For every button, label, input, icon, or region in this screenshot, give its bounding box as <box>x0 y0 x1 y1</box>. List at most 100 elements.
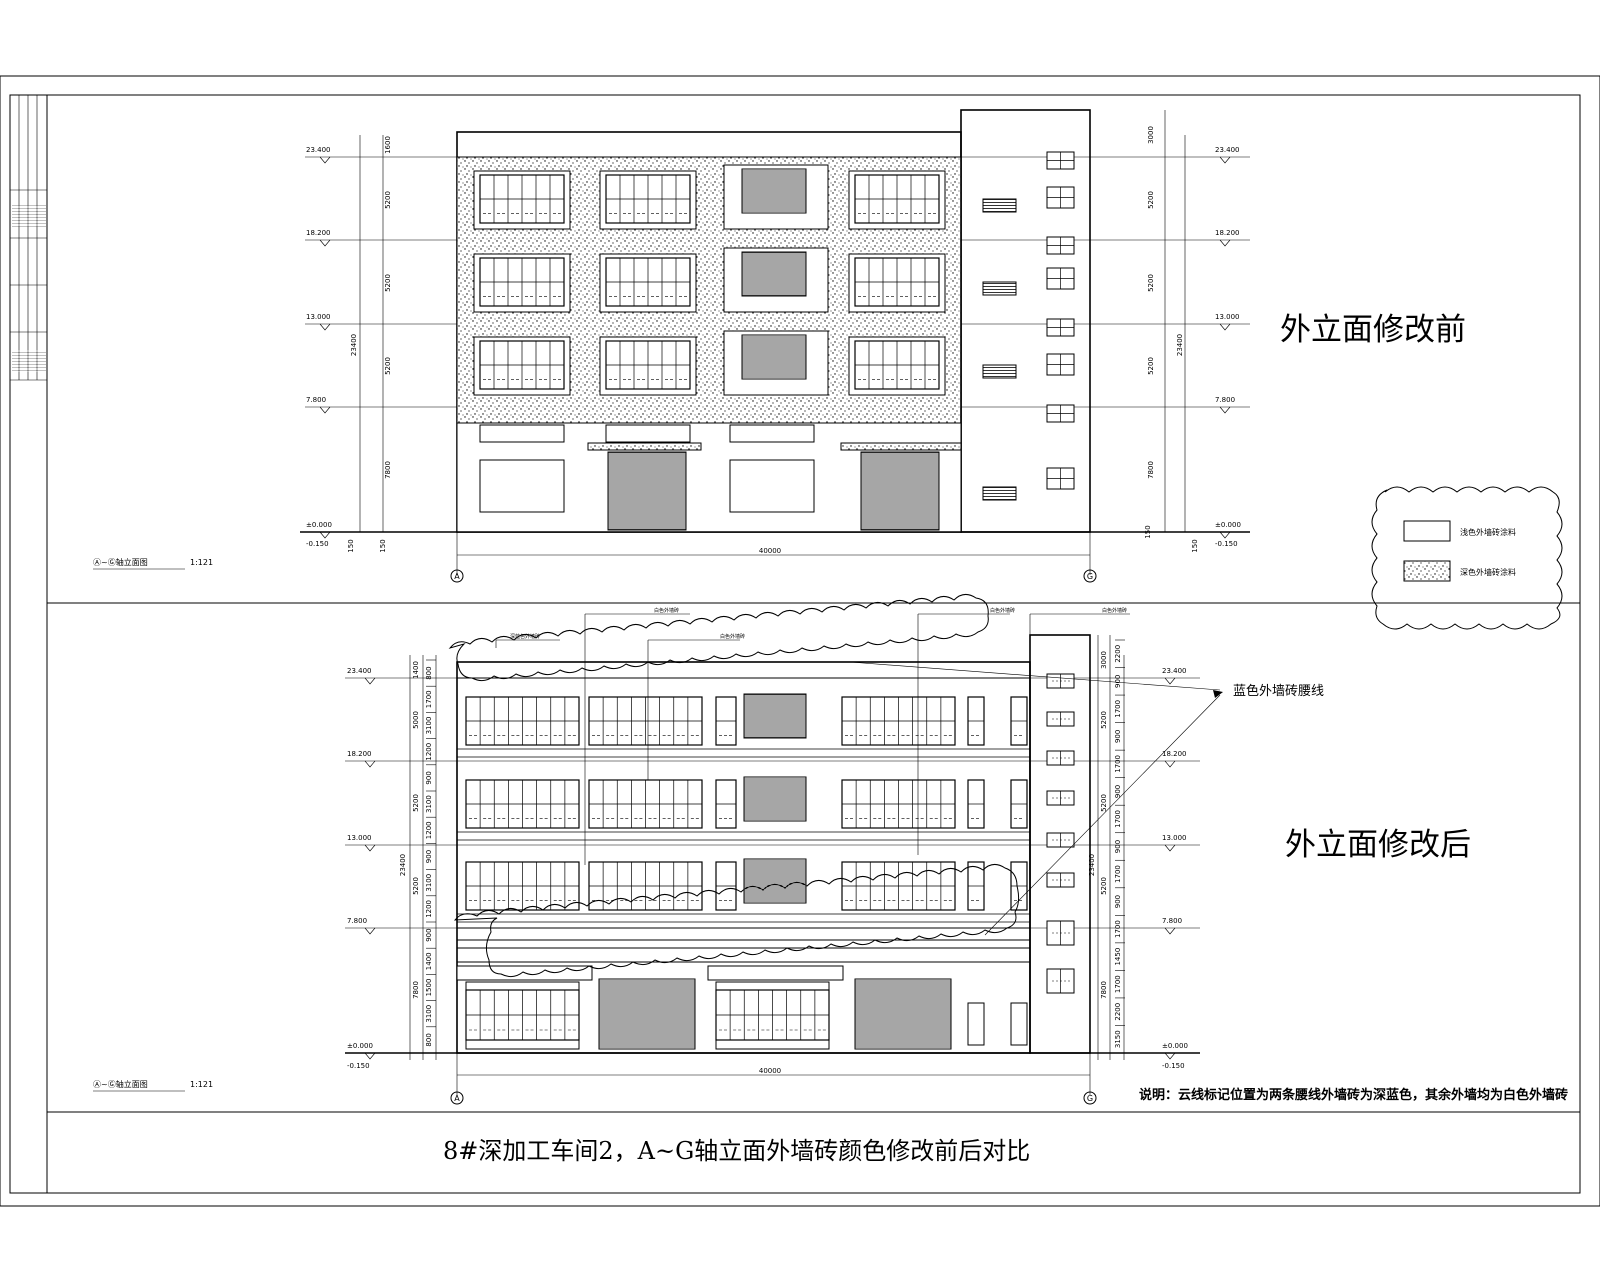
svg-text:23400: 23400 <box>1088 854 1096 876</box>
svg-text:白色外墙砖: 白色外墙砖 <box>1102 607 1127 614</box>
width-dim-before: 40000 <box>759 547 781 555</box>
dim-label: 900 <box>1114 895 1122 908</box>
stair-window-before <box>1046 186 1075 209</box>
note-text: 说明：云线标记位置为两条腰线外墙砖为深蓝色，其余外墙均为白色外墙砖 <box>1139 1087 1568 1103</box>
svg-text:5200: 5200 <box>1147 191 1155 209</box>
drawing-label-before: Ⓐ~Ⓖ轴立面图 <box>93 557 148 567</box>
svg-text:18.200: 18.200 <box>1215 229 1240 237</box>
svg-text:1400: 1400 <box>412 661 420 679</box>
stair-window-before <box>1046 151 1075 170</box>
svg-text:±0.000: ±0.000 <box>306 521 332 529</box>
dim-label: 1200 <box>425 900 433 918</box>
dim-label: 1200 <box>425 821 433 839</box>
svg-text:5200: 5200 <box>1100 711 1108 729</box>
dim-label: 1700 <box>1114 755 1122 773</box>
levels-after-left: 23.400 18.200 13.000 7.800 ±0.000 -0.150 <box>347 667 373 1070</box>
svg-text:±0.000: ±0.000 <box>1162 1042 1188 1050</box>
dim-label: 2200 <box>1114 645 1122 663</box>
dims-after: 1400 5000 5200 5200 7800 23400 23400 300… <box>399 651 1108 999</box>
window-after-ground <box>465 989 580 1041</box>
svg-text:150: 150 <box>1144 525 1152 538</box>
window-after <box>588 696 703 746</box>
window-after <box>465 696 580 746</box>
svg-text:白色外墙砖: 白色外墙砖 <box>720 633 745 640</box>
svg-text:浅色外墙砖涂料: 浅色外墙砖涂料 <box>1460 527 1516 537</box>
dims-before: 1600 5200 5200 5200 7800 23400 3000 5200… <box>347 126 1199 553</box>
svg-text:5200: 5200 <box>412 877 420 895</box>
svg-text:5200: 5200 <box>384 357 392 375</box>
stair-window-after <box>1046 968 1075 994</box>
sheet-title: 8#深加工车间2，A~G轴立面外墙砖颜色修改前后对比 <box>443 1137 1030 1165</box>
svg-text:18.200: 18.200 <box>347 750 372 758</box>
dim-label: 1200 <box>425 743 433 761</box>
dim-label: 1450 <box>1114 948 1122 966</box>
dim-label: 900 <box>425 850 433 863</box>
svg-text:5200: 5200 <box>384 191 392 209</box>
svg-text:5200: 5200 <box>384 274 392 292</box>
svg-text:7800: 7800 <box>412 981 420 999</box>
title-block-strip <box>10 95 47 381</box>
window-before <box>479 257 565 307</box>
stair-window-after <box>1046 673 1075 689</box>
dim-label: 800 <box>425 666 433 679</box>
svg-text:150: 150 <box>379 539 387 552</box>
axis-a-before: A <box>454 572 460 581</box>
svg-text:5200: 5200 <box>1147 357 1155 375</box>
svg-text:23400: 23400 <box>1176 334 1184 356</box>
svg-text:7.800: 7.800 <box>1162 917 1182 925</box>
inner-frame <box>9 94 1581 1194</box>
svg-text:13.000: 13.000 <box>347 834 372 842</box>
svg-text:-0.150: -0.150 <box>347 1062 370 1070</box>
svg-text:13.000: 13.000 <box>1215 313 1240 321</box>
dim-label: 900 <box>1114 675 1122 688</box>
svg-text:7800: 7800 <box>1147 461 1155 479</box>
window-after <box>841 861 956 911</box>
axis-g-after: G <box>1087 1094 1093 1103</box>
stair-window-after <box>1046 832 1075 848</box>
dim-label: 3100 <box>425 874 433 892</box>
stair-window-after <box>1046 750 1075 766</box>
window-before <box>605 257 691 307</box>
heading-after: 外立面修改后 <box>1285 827 1471 863</box>
dim-label: 3100 <box>425 1005 433 1023</box>
window-after <box>841 696 956 746</box>
dim-label: 2200 <box>1114 1003 1122 1021</box>
window-after-narrow <box>715 779 737 829</box>
window-after-narrow <box>715 696 737 746</box>
drawing-label-after: Ⓐ~Ⓖ轴立面图 <box>93 1079 148 1089</box>
dim-label: 1700 <box>1114 975 1122 993</box>
dims-after-inner-right: 2200900170090017009001700900170090017001… <box>1114 639 1125 1048</box>
cloud-mark-bottom <box>453 864 1020 978</box>
svg-text:深色外墙砖涂料: 深色外墙砖涂料 <box>1460 567 1516 577</box>
svg-text:3000: 3000 <box>1147 126 1155 144</box>
svg-text:7.800: 7.800 <box>347 917 367 925</box>
svg-text:-0.150: -0.150 <box>1162 1062 1185 1070</box>
window-after-narrow <box>967 861 985 911</box>
stair-window-before <box>1046 353 1075 376</box>
dim-label: 800 <box>425 1033 433 1046</box>
stair-window-after <box>1046 872 1075 888</box>
svg-text:13.000: 13.000 <box>306 313 331 321</box>
svg-text:23.400: 23.400 <box>1215 146 1240 154</box>
window-before <box>854 257 940 307</box>
svg-text:5200: 5200 <box>1100 794 1108 812</box>
window-after-narrow <box>715 861 737 911</box>
stair-window-after <box>1046 711 1075 727</box>
levels-before-left: 23.400 18.200 13.000 7.800 ±0.000 -0.150 <box>306 146 332 548</box>
window-before <box>605 174 691 224</box>
heading-before: 外立面修改前 <box>1280 312 1466 348</box>
width-dim-after: 40000 <box>759 1067 781 1075</box>
scale-after: 1:121 <box>190 1080 213 1089</box>
dim-label: 3100 <box>425 717 433 735</box>
dims-after-inner-left: 8001700310012009003100120090031001200900… <box>425 659 436 1047</box>
levels-after-right: 23.400 18.200 13.000 7.800 ±0.000 -0.150 <box>1162 667 1188 1070</box>
scale-before: 1:121 <box>190 558 213 567</box>
svg-text:23.400: 23.400 <box>306 146 331 154</box>
svg-text:5000: 5000 <box>412 711 420 729</box>
legend-swatch-dark <box>1403 560 1451 582</box>
dim-label: 900 <box>1114 840 1122 853</box>
legend-box: 浅色外墙砖涂料 深色外墙砖涂料 <box>1371 486 1563 630</box>
stair-window-before <box>1046 467 1075 490</box>
svg-text:3000: 3000 <box>1100 651 1108 669</box>
